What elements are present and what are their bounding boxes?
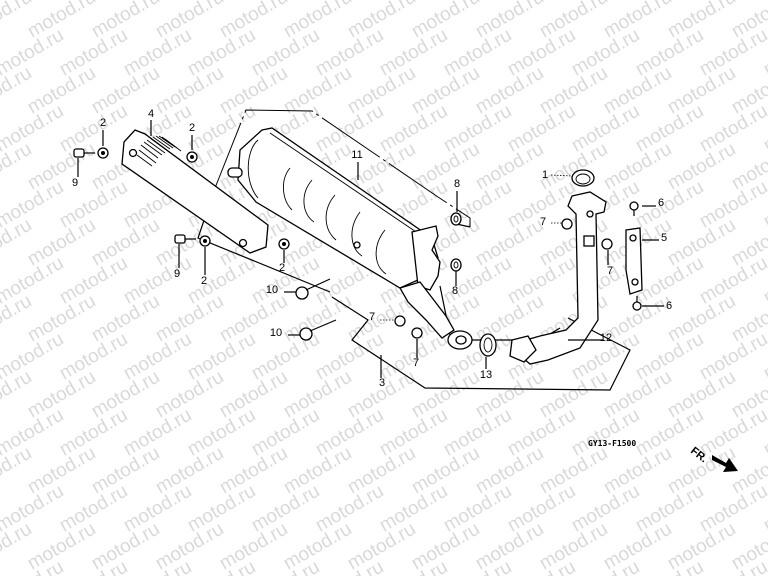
- callout-c8a: 8: [454, 178, 460, 190]
- rubber-mount-group: [450, 212, 462, 272]
- diagram-code: GY13-F1500: [588, 439, 636, 448]
- callout-c13: 13: [480, 369, 492, 381]
- bracket-5: [625, 201, 643, 311]
- callout-c2c: 2: [201, 275, 207, 287]
- callout-c1: 1: [542, 169, 548, 181]
- leader-lines: [77, 120, 664, 378]
- callout-c5: 5: [661, 232, 667, 244]
- callout-c8b: 8: [452, 285, 458, 297]
- callout-c7a: 7: [540, 216, 546, 228]
- callout-c9a: 9: [72, 177, 78, 189]
- callout-c12: 12: [600, 332, 612, 344]
- washer-group: [97, 147, 290, 250]
- callout-c7c: 7: [369, 311, 375, 323]
- callout-c2d: 2: [279, 262, 285, 274]
- callout-c10b: 10: [270, 327, 282, 339]
- watermark-text: motod.ru: [0, 557, 3, 576]
- muffler-protector: [121, 129, 269, 254]
- callout-c2a: 2: [100, 117, 106, 129]
- callout-c10a: 10: [266, 284, 278, 296]
- callout-c3: 3: [379, 377, 385, 389]
- callout-c7b: 7: [607, 265, 613, 277]
- callout-c2b: 2: [189, 122, 195, 134]
- muffler-body: [227, 127, 473, 350]
- callout-c9b: 9: [174, 268, 180, 280]
- callout-c7d: 7: [413, 357, 419, 369]
- callout-c11: 11: [351, 149, 362, 161]
- callout-c4: 4: [148, 108, 154, 120]
- front-arrow-icon: [712, 455, 738, 472]
- gasket-13: [479, 333, 497, 357]
- exhaust-pipe: [509, 191, 607, 365]
- gasket-1: [571, 169, 595, 187]
- callout-c6b: 6: [666, 300, 672, 312]
- bolt-group: [295, 278, 337, 341]
- callout-c6a: 6: [658, 197, 664, 209]
- screw-group: [73, 148, 196, 244]
- cap-nut-group: [394, 218, 613, 339]
